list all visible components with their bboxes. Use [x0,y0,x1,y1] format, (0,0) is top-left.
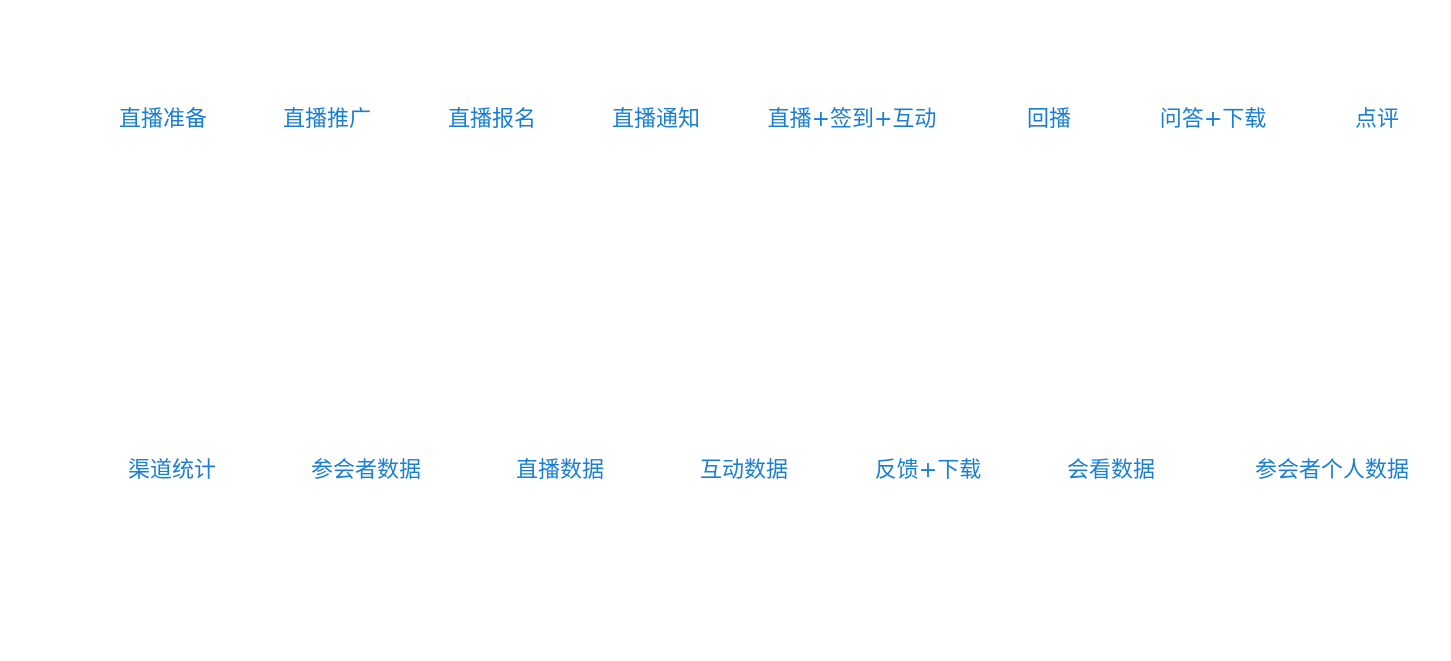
link-review[interactable]: 点评 [1354,107,1400,132]
link-live-notification[interactable]: 直播通知 [611,107,701,132]
link-attendee-data[interactable]: 参会者数据 [310,458,422,483]
link-live-data[interactable]: 直播数据 [515,458,605,483]
link-feedback-download[interactable]: 反馈+下载 [874,458,982,483]
link-qa-download[interactable]: 问答+下载 [1159,107,1267,132]
link-channel-stats[interactable]: 渠道统计 [127,458,217,483]
link-replay[interactable]: 回播 [1026,107,1072,132]
link-live-promotion[interactable]: 直播推广 [282,107,372,132]
link-attendee-personal-data[interactable]: 参会者个人数据 [1254,458,1410,483]
link-viewing-data[interactable]: 会看数据 [1066,458,1156,483]
link-live-registration[interactable]: 直播报名 [447,107,537,132]
link-live-prep[interactable]: 直播准备 [118,107,208,132]
link-live-checkin-interaction[interactable]: 直播+签到+互动 [767,107,937,132]
link-interaction-data[interactable]: 互动数据 [699,458,789,483]
